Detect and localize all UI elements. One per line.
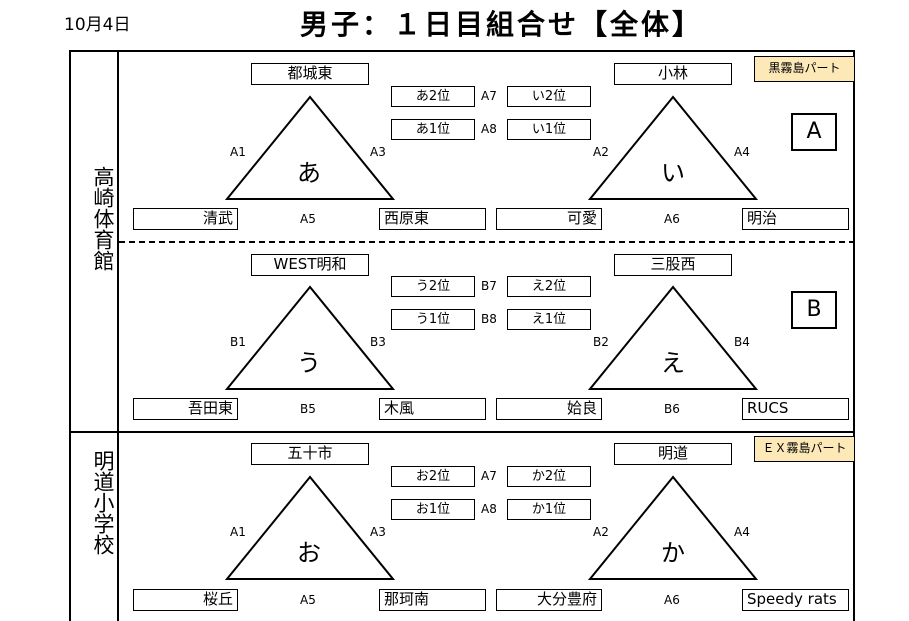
slot-label: B2 (593, 335, 609, 349)
match-slot: う2位 (391, 276, 475, 297)
slot-label: A6 (664, 593, 680, 607)
league-mark: い (661, 159, 685, 187)
part-label-exkirishima: ＥＸ霧島パート (754, 436, 855, 462)
match-slot: か1位 (507, 499, 591, 520)
match-slot: い2位 (507, 86, 591, 107)
league-mark: か (661, 539, 685, 567)
match-code: A7 (481, 469, 497, 483)
match-slot: あ2位 (391, 86, 475, 107)
match-slot: い1位 (507, 119, 591, 140)
match-slot: え1位 (507, 309, 591, 330)
slot-label: A5 (300, 593, 316, 607)
schedule-frame (69, 50, 855, 621)
league-mark: え (661, 349, 685, 377)
team-top-left-2: WEST明和 (251, 254, 369, 276)
team-top-right-3: 明道 (614, 443, 732, 465)
slot-label: A4 (734, 145, 750, 159)
part-label-kurokirishima: 黒霧島パート (754, 56, 855, 82)
team-bottom-right: RUCS (742, 398, 849, 420)
slot-label: A2 (593, 525, 609, 539)
match-code: A7 (481, 89, 497, 103)
slot-label: A1 (230, 525, 246, 539)
team-bottom-right: Speedy rats (742, 589, 849, 611)
league-mark: う (297, 349, 321, 377)
section-divider (69, 431, 855, 433)
group-a-badge: A (791, 113, 837, 151)
match-slot: え2位 (507, 276, 591, 297)
team-bottom-left: 清武 (133, 208, 238, 230)
page-title: 男子：１日目組合せ【全体】 (300, 8, 704, 41)
team-top-right-1: 小林 (614, 63, 732, 85)
match-slot: あ1位 (391, 119, 475, 140)
team-bottom-right: 西原東 (379, 208, 486, 230)
team-bottom-right: 明治 (742, 208, 849, 230)
slot-label: B6 (664, 402, 680, 416)
league-mark: あ (297, 159, 321, 187)
match-code: A8 (481, 122, 497, 136)
match-code: B8 (481, 312, 497, 326)
slot-label: B1 (230, 335, 246, 349)
team-bottom-left: 大分豊府 (496, 589, 602, 611)
team-bottom-left: 可愛 (496, 208, 602, 230)
team-bottom-right: 木風 (379, 398, 486, 420)
date-label: 10月4日 (64, 15, 131, 35)
team-bottom-left: 吾田東 (133, 398, 238, 420)
team-top-left-1: 都城東 (251, 63, 369, 85)
dashed-divider (119, 241, 855, 243)
slot-label: A4 (734, 525, 750, 539)
slot-label: B3 (370, 335, 386, 349)
match-slot: か2位 (507, 466, 591, 487)
team-top-right-2: 三股西 (614, 254, 732, 276)
team-bottom-left: 桜丘 (133, 589, 238, 611)
match-code: A8 (481, 502, 497, 516)
slot-label: B4 (734, 335, 750, 349)
venue-takasaki: 高崎体育館 (91, 166, 115, 271)
slot-label: A3 (370, 145, 386, 159)
team-bottom-right: 那珂南 (379, 589, 486, 611)
match-code: B7 (481, 279, 497, 293)
group-b-badge: B (791, 291, 837, 329)
match-slot: お2位 (391, 466, 475, 487)
match-slot: お1位 (391, 499, 475, 520)
team-top-left-3: 五十市 (251, 443, 369, 465)
slot-label: A6 (664, 212, 680, 226)
venue-divider (117, 50, 119, 621)
league-mark: お (297, 539, 321, 567)
team-bottom-left: 姶良 (496, 398, 602, 420)
match-slot: う1位 (391, 309, 475, 330)
venue-meido: 明道小学校 (91, 450, 115, 555)
slot-label: A3 (370, 525, 386, 539)
slot-label: A1 (230, 145, 246, 159)
slot-label: A5 (300, 212, 316, 226)
slot-label: A2 (593, 145, 609, 159)
slot-label: B5 (300, 402, 316, 416)
